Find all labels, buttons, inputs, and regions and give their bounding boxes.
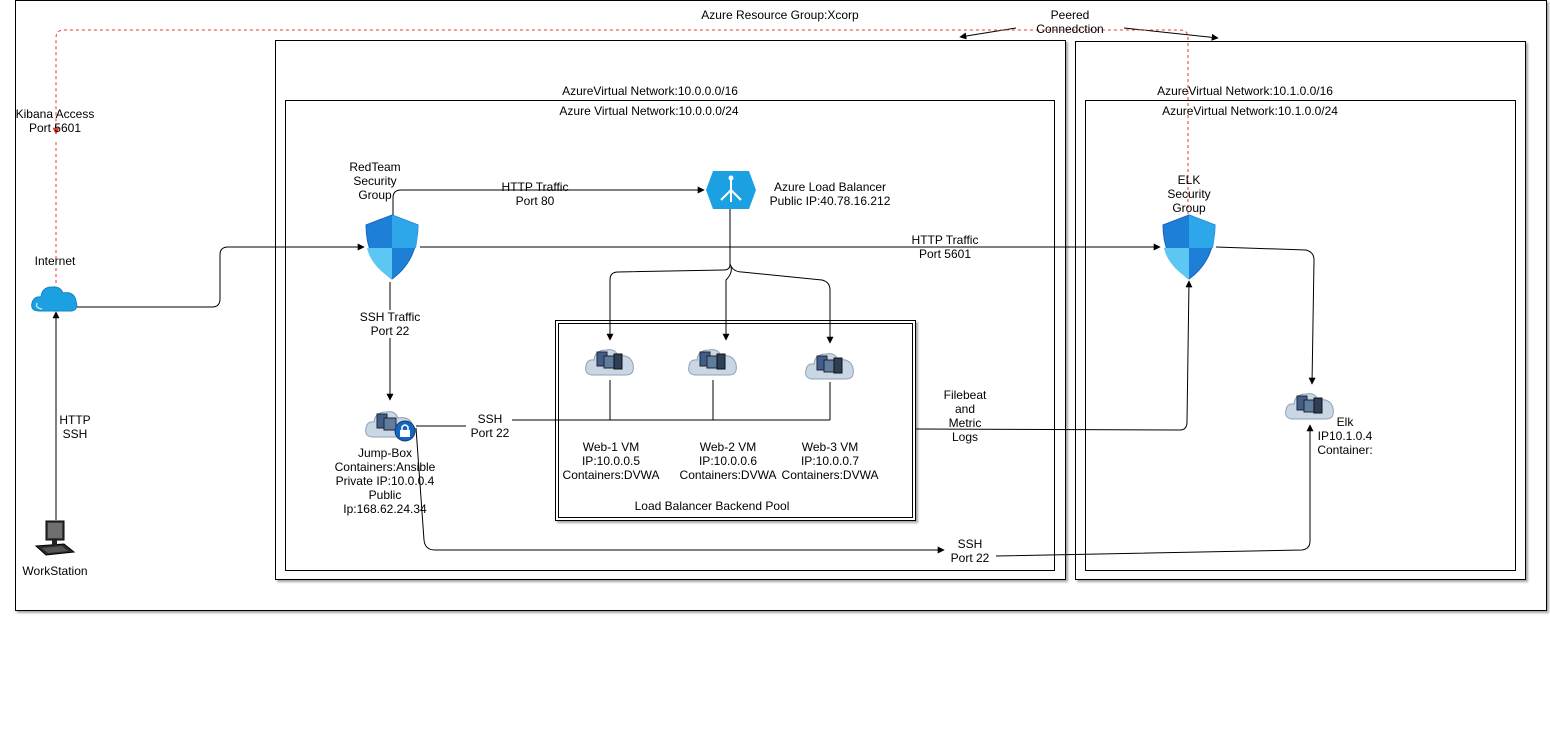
cloud-icon <box>31 286 78 312</box>
lb-line1: Azure Load Balancer <box>773 180 887 194</box>
web2-label: Web-2 VM IP:10.0.0.6 Containers:DVWA <box>680 440 777 482</box>
web1-label: Web-1 VM IP:10.0.0.5 Containers:DVWA <box>563 440 660 482</box>
redteam-nsg-label: RedTeam Security Group <box>349 160 400 202</box>
elk-nsg-line3: Group <box>1172 201 1206 215</box>
kibana-line2: Port 5601 <box>28 121 82 135</box>
jumpbox-line3: Private IP:10.0.0.4 <box>335 474 435 488</box>
line-internet-to-redteam <box>75 243 365 308</box>
line-kibana-dashed <box>52 29 1189 214</box>
ssh-traffic-line1: SSH Traffic <box>359 310 421 324</box>
protocol-http: HTTP <box>59 413 91 427</box>
peered-line1: Peered <box>1050 8 1090 22</box>
ssh-traffic-label: SSH Traffic Port 22 <box>359 310 421 338</box>
ssh-web-line1: SSH <box>477 412 503 426</box>
web3-line1: Web-3 VM <box>801 440 859 454</box>
ssh-web-label: SSH Port 22 <box>471 412 510 440</box>
http80-line2: Port 80 <box>515 194 555 208</box>
load-balancer-icon <box>706 171 756 209</box>
elk-nsg-line1: ELK <box>1177 173 1201 187</box>
jumpbox-line4: Public <box>368 488 402 502</box>
resource-group-frame <box>15 0 1547 611</box>
jumpbox-label: Jump-Box Containers:Ansible Private IP:1… <box>335 446 436 516</box>
line-jump-to-ssh-label <box>415 427 945 554</box>
workstation-icon <box>34 520 76 556</box>
web1-line1: Web-1 VM <box>582 440 640 454</box>
workstation-protocols-label: HTTP SSH <box>59 413 90 441</box>
redteam-line1: RedTeam <box>349 160 401 174</box>
ssh-web-line2: Port 22 <box>470 426 510 440</box>
http80-line1: HTTP Traffic <box>501 180 569 194</box>
vnet-redteam-outer <box>275 40 1066 580</box>
elk-line2: IP10.1.0.4 <box>1317 429 1373 443</box>
ssh-elk-line1: SSH <box>957 537 983 551</box>
elk-server-icon <box>1285 393 1334 420</box>
backend-pool-label: Load Balancer Backend Pool <box>634 499 790 513</box>
resource-group-title: Azure Resource Group:Xcorp <box>701 8 859 22</box>
internet-label: Internet <box>34 254 76 268</box>
web3-line2: IP:10.0.0.7 <box>800 454 860 468</box>
peer-arrow-left <box>959 27 1017 40</box>
elk-line1: Elk <box>1336 415 1354 429</box>
line-elk-nsg-to-elk <box>1215 246 1316 385</box>
line-ssh-to-elk <box>995 424 1314 557</box>
http-80-label: HTTP Traffic Port 80 <box>502 180 569 208</box>
jumpbox-line5: Ip:168.62.24.34 <box>343 502 427 516</box>
line-nsg-to-lb <box>392 186 705 215</box>
filebeat-label: Filebeat and Metric Logs <box>944 388 987 444</box>
jumpbox-line1: Jump-Box <box>357 446 413 460</box>
peered-line2: Connedction <box>1036 22 1104 36</box>
web2-line2: IP:10.0.0.6 <box>698 454 758 468</box>
web2-line3: Containers:DVWA <box>679 468 777 482</box>
line-lb-down <box>606 208 731 341</box>
web1-line3: Containers:DVWA <box>562 468 660 482</box>
web1-server-icon <box>585 349 634 376</box>
http5601-line1: HTTP Traffic <box>911 233 979 247</box>
elk-shield-icon <box>1162 214 1216 280</box>
http-5601-label: HTTP Traffic Port 5601 <box>912 233 979 261</box>
line-lb-web2 <box>722 263 732 341</box>
vnet-redteam-inner <box>285 100 1055 571</box>
redteam-line2: Security <box>353 174 397 188</box>
protocol-ssh: SSH <box>62 427 88 441</box>
peered-connection-label: Peered Connedction <box>1036 8 1103 36</box>
ssh-elk-line2: Port 22 <box>950 551 990 565</box>
web3-label: Web-3 VM IP:10.0.0.7 Containers:DVWA <box>782 440 879 482</box>
vnet-elk-inner-title: AzureVirtual Network:10.1.0.0/24 <box>1162 104 1338 118</box>
vnet-elk-inner <box>1085 100 1516 571</box>
elk-nsg-label: ELK Security Group <box>1167 173 1210 215</box>
kibana-access-label: Kibana Access Port 5601 <box>16 107 95 135</box>
line-lb-web3 <box>729 263 834 344</box>
vnet-redteam-inner-title: Azure Virtual Network:10.0.0.0/24 <box>559 104 739 118</box>
redteam-shield-icon <box>365 214 419 280</box>
web3-server-icon <box>805 353 854 380</box>
redteam-line3: Group <box>358 188 392 202</box>
filebeat-line2: and <box>954 402 976 416</box>
vnet-elk-outer <box>1075 41 1526 580</box>
web2-line1: Web-2 VM <box>699 440 757 454</box>
filebeat-line4: Logs <box>951 430 979 444</box>
http5601-line2: Port 5601 <box>918 247 972 261</box>
kibana-line1: Kibana Access <box>15 107 95 121</box>
web1-line2: IP:10.0.0.5 <box>581 454 641 468</box>
elk-line3: Container: <box>1317 443 1373 457</box>
workstation-label: WorkStation <box>22 564 88 578</box>
web2-server-icon <box>688 349 737 376</box>
elk-label: Elk IP10.1.0.4 Container: <box>1317 415 1372 457</box>
filebeat-line3: Metric <box>948 416 982 430</box>
jumpbox-line2: Containers:Ansible <box>334 460 436 474</box>
line-filebeat-to-elk-nsg <box>915 280 1193 431</box>
filebeat-line1: Filebeat <box>943 388 987 402</box>
elk-nsg-line2: Security <box>1167 187 1211 201</box>
lb-line2: Public IP:40.78.16.212 <box>769 194 891 208</box>
ssh-traffic-line2: Port 22 <box>370 324 410 338</box>
jumpbox-server-lock-icon <box>365 411 416 442</box>
ssh-elk-label: SSH Port 22 <box>951 537 990 565</box>
web3-line3: Containers:DVWA <box>781 468 879 482</box>
vnet-elk-outer-title: AzureVirtual Network:10.1.0.0/16 <box>1157 84 1333 98</box>
load-balancer-label: Azure Load Balancer Public IP:40.78.16.2… <box>770 180 891 208</box>
vnet-redteam-outer-title: AzureVirtual Network:10.0.0.0/16 <box>562 84 738 98</box>
